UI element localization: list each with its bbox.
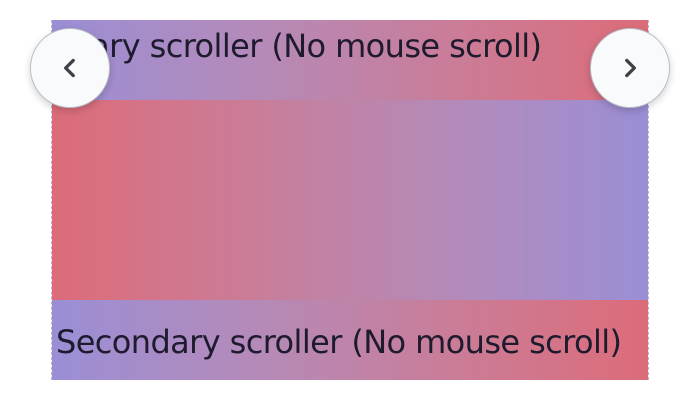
chevron-left-icon — [57, 55, 83, 81]
scroll-previous-button[interactable] — [30, 28, 110, 108]
scroll-next-button[interactable] — [590, 28, 670, 108]
scroller-label-bottom: Secondary scroller (No mouse scroll) — [56, 323, 622, 361]
scroller-band-bottom: Secondary scroller (No mouse scroll) — [52, 300, 648, 380]
chevron-right-icon — [617, 55, 643, 81]
scroller-band-middle — [52, 100, 648, 300]
scroller-label-top: Secondary scroller (No mouse scroll) — [52, 27, 542, 65]
scroller-band-top: Secondary scroller (No mouse scroll) — [52, 20, 648, 100]
scroller-viewport: Secondary scroller (No mouse scroll) Sec… — [51, 20, 649, 380]
